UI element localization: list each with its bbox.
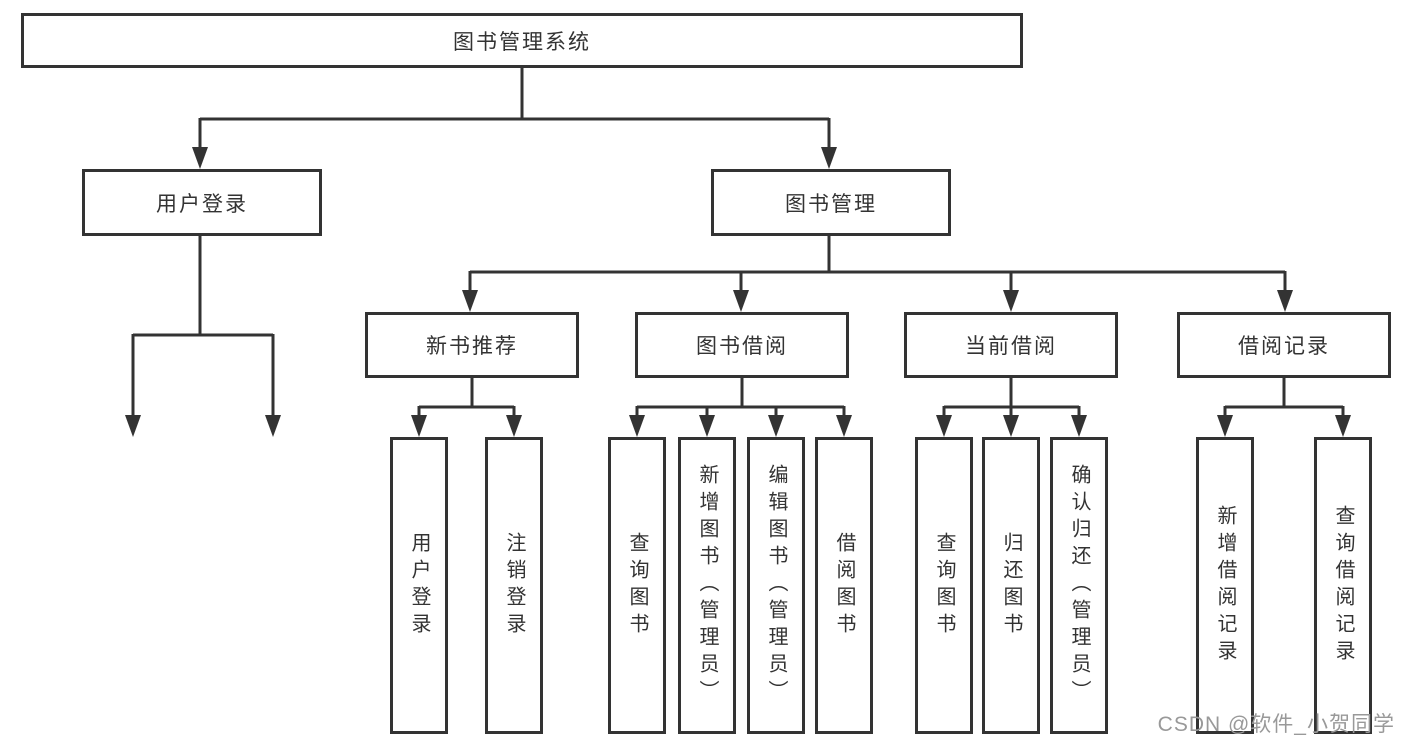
arrowheads xyxy=(125,147,1351,437)
leaf-cb-query-book: 查询图书 xyxy=(915,437,973,734)
node-borrow-record: 借阅记录 xyxy=(1177,312,1391,378)
leaf-bb-edit-book-label: 编辑图书（管理员） xyxy=(765,464,787,707)
node-root-label: 图书管理系统 xyxy=(453,30,591,54)
csdn-watermark: CSDN @软件_小贺同学 xyxy=(1157,713,1395,736)
leaf-bb-edit-book: 编辑图书（管理员） xyxy=(747,437,805,734)
node-book-management: 图书管理 xyxy=(711,169,951,236)
node-book-management-label: 图书管理 xyxy=(785,192,877,216)
leaf-bb-borrow-book-label: 借阅图书 xyxy=(833,531,855,640)
leaf-cb-query-book-label: 查询图书 xyxy=(933,531,955,640)
leaf-cb-return-book: 归还图书 xyxy=(982,437,1040,734)
leaf-bb-add-book: 新增图书（管理员） xyxy=(678,437,736,734)
node-user-login: 用户登录 xyxy=(82,169,322,236)
node-new-book-recommend-label: 新书推荐 xyxy=(426,335,518,358)
leaf-cb-return-book-label: 归还图书 xyxy=(1000,531,1022,640)
node-book-borrow: 图书借阅 xyxy=(635,312,849,378)
leaf-br-query-record: 查询借阅记录 xyxy=(1314,437,1372,734)
node-book-borrow-label: 图书借阅 xyxy=(696,335,788,358)
leaf-cb-confirm-return-label: 确认归还（管理员） xyxy=(1068,464,1090,707)
leaf-bb-borrow-book: 借阅图书 xyxy=(815,437,873,734)
node-user-login-label: 用户登录 xyxy=(156,192,248,216)
node-root: 图书管理系统 xyxy=(21,13,1023,68)
node-new-book-recommend: 新书推荐 xyxy=(365,312,579,378)
leaf-bb-query-book-label: 查询图书 xyxy=(626,531,648,640)
leaf-br-add-record: 新增借阅记录 xyxy=(1196,437,1254,734)
leaf-user-login-label: 用户登录 xyxy=(408,531,430,640)
node-borrow-record-label: 借阅记录 xyxy=(1238,335,1330,358)
leaf-br-query-record-label: 查询借阅记录 xyxy=(1332,504,1354,667)
leaf-cb-confirm-return: 确认归还（管理员） xyxy=(1050,437,1108,734)
leaf-bb-query-book: 查询图书 xyxy=(608,437,666,734)
leaf-logout-label: 注销登录 xyxy=(503,531,525,640)
leaf-br-add-record-label: 新增借阅记录 xyxy=(1214,504,1236,667)
leaf-logout: 注销登录 xyxy=(485,437,543,734)
node-current-borrow: 当前借阅 xyxy=(904,312,1118,378)
node-current-borrow-label: 当前借阅 xyxy=(965,335,1057,358)
leaf-bb-add-book-label: 新增图书（管理员） xyxy=(696,464,718,707)
leaf-user-login: 用户登录 xyxy=(390,437,448,734)
